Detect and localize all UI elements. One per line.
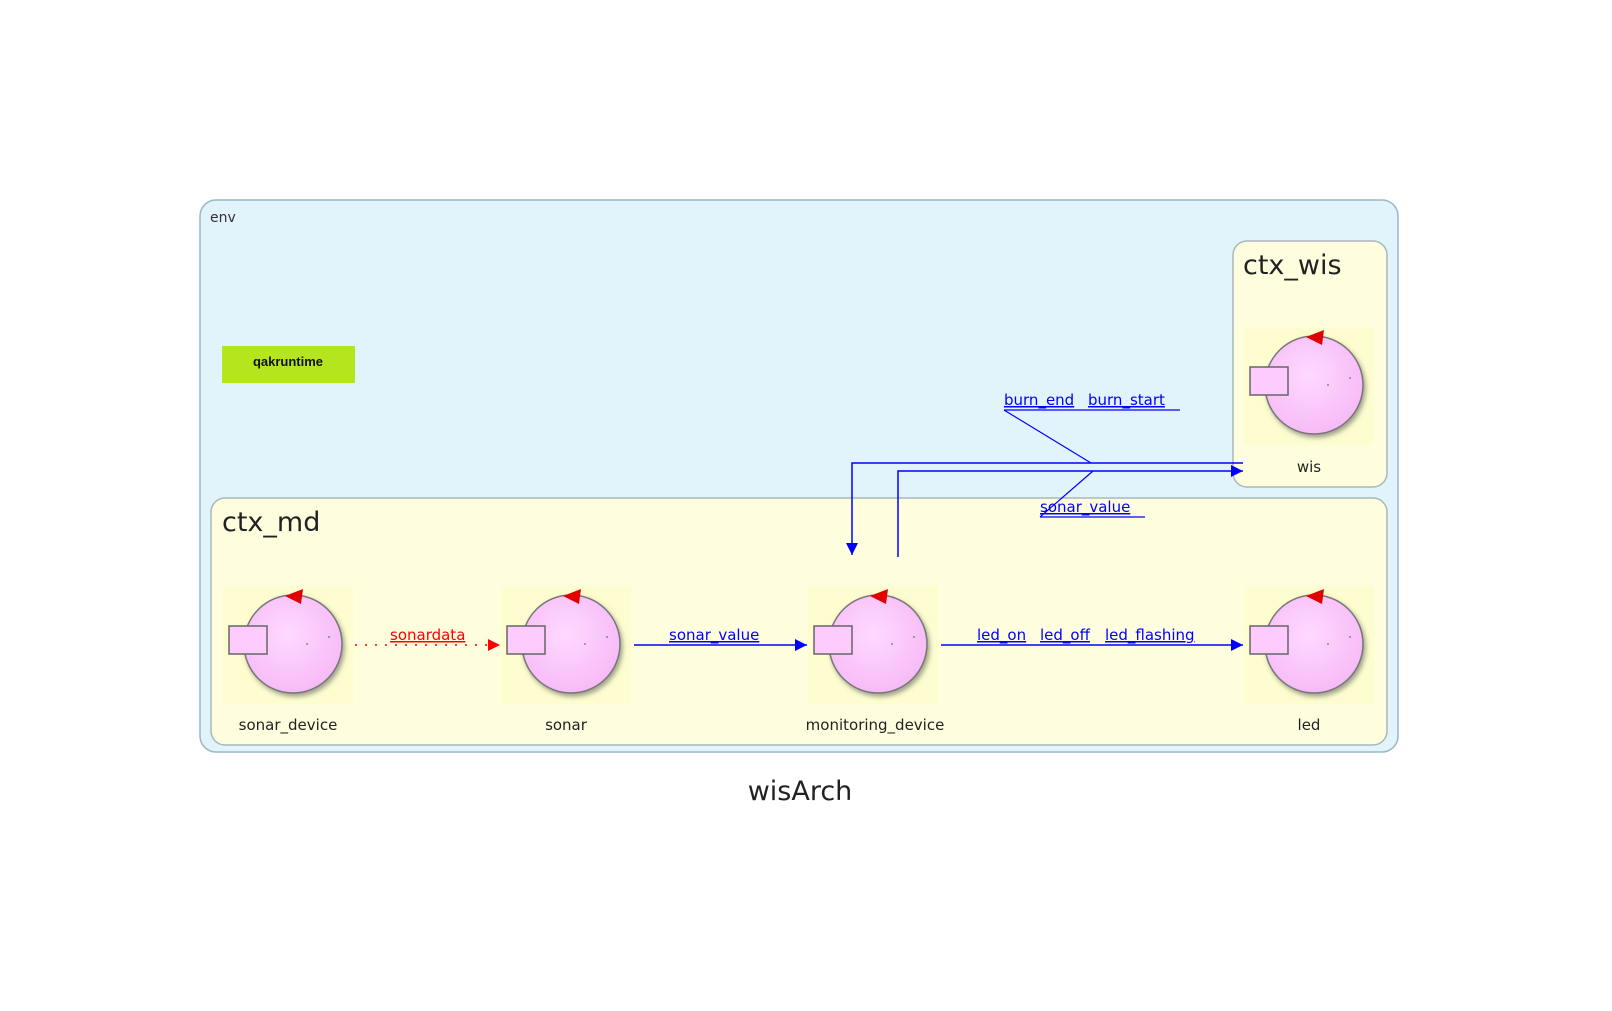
context-ctx-md: ctx_md [210,497,1388,746]
actor-monitoring-device[interactable]: monitoring_device [806,586,945,735]
runtime-label: qakruntime [253,354,323,369]
environment-label: env [210,210,236,226]
edge-led-flashing-label: led_flashing [1105,626,1195,645]
edge-burn-start-label: burn_start [1088,391,1165,410]
actor-icon [1244,327,1374,445]
actor-sonar-device[interactable]: sonar_device [223,586,353,735]
actor-icon [808,586,938,704]
edge-led-off-label: led_off [1040,626,1091,645]
context-ctx-md-frame [210,497,1388,746]
diagram-title: wisArch [748,776,853,807]
context-ctx-wis-label: ctx_wis [1243,250,1342,281]
edge-sonar-value-label: sonar_value [669,626,759,645]
edge-sonar-value-to-wis-label: sonar_value [1040,498,1130,517]
edge-burn-end-label: burn_end [1004,391,1074,410]
edge-burn-events[interactable]: burn_end burn_start [846,391,1243,555]
actor-sonar-label: sonar [545,716,588,734]
edge-led-on-label: led_on [977,626,1026,645]
context-ctx-md-label: ctx_md [222,507,320,538]
actor-icon [1244,586,1374,704]
edge-sonar-value[interactable]: sonar_value [634,626,807,651]
actor-led[interactable]: led [1244,586,1374,734]
actor-icon [223,586,353,704]
actor-wis-label: wis [1297,458,1321,476]
runtime-box: qakruntime [222,346,355,383]
edge-sonardata[interactable]: sonardata [355,626,500,651]
actor-sonar-device-label: sonar_device [239,716,338,735]
actor-wis[interactable]: wis [1244,327,1374,476]
edge-sonardata-label: sonardata [390,626,465,644]
actor-led-label: led [1298,716,1321,734]
edge-sonar-value-to-wis[interactable]: sonar_value [897,465,1243,557]
actor-sonar[interactable]: sonar [501,586,631,734]
actor-monitoring-device-label: monitoring_device [806,716,945,735]
actor-icon [501,586,631,704]
edge-led-commands[interactable]: led_on led_off led_flashing [941,626,1243,651]
